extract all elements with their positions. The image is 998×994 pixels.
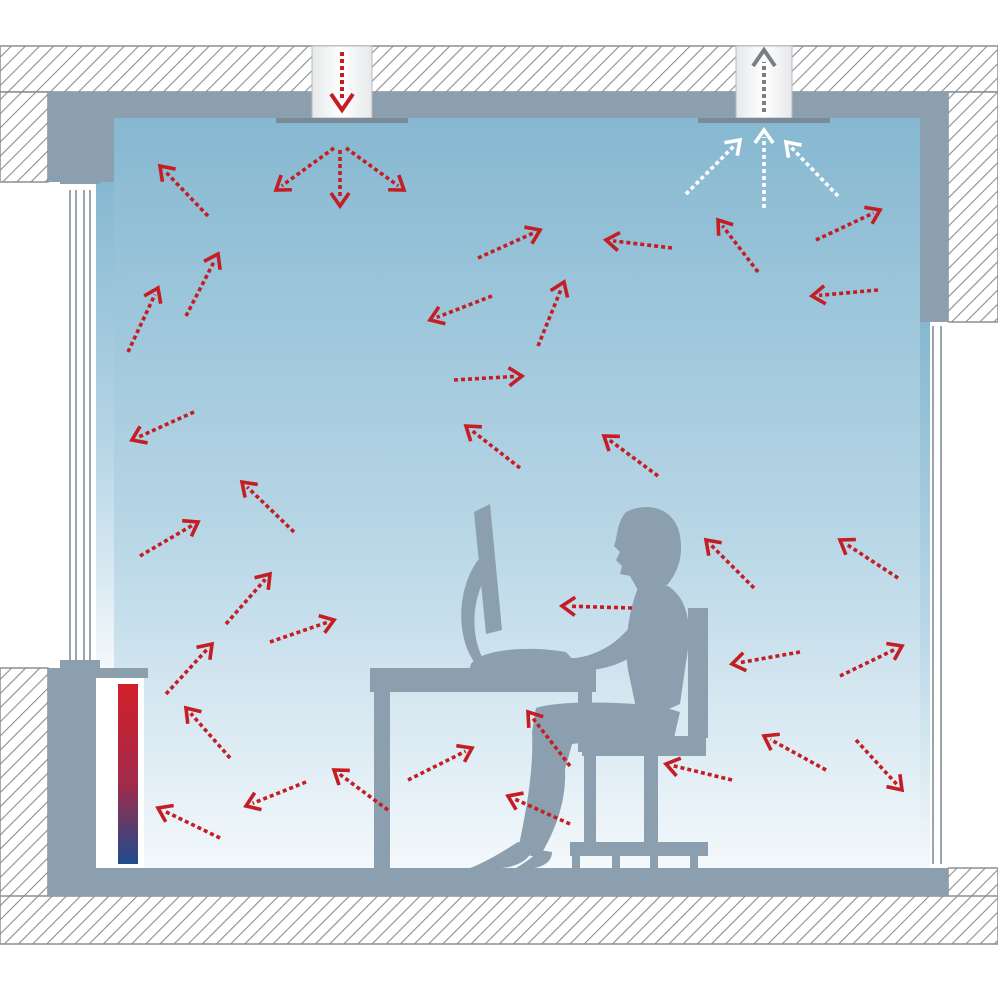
airflow-arrow-head	[524, 225, 543, 245]
airflow-arrow-shaft	[245, 485, 296, 534]
airflow-arrow-shaft	[709, 543, 756, 590]
airflow-arrow-head	[203, 251, 222, 270]
airflow-arrow-shaft	[530, 716, 572, 768]
airflow-arrow-shaft	[536, 287, 563, 347]
airflow-arrow-head	[864, 205, 883, 225]
right-window-icon	[930, 322, 948, 868]
airflow-arrow-shaft	[126, 293, 157, 353]
right-upper-wall	[947, 91, 998, 323]
supply-air-diffuser-icon	[276, 45, 408, 123]
airflow-arrow-shaft	[269, 620, 328, 644]
computer-monitor-icon	[461, 504, 580, 668]
airflow-arrow-head	[329, 191, 351, 210]
exhaust-air-grille-icon	[698, 45, 830, 123]
airflow-arrow-head	[808, 284, 827, 306]
airflow-arrow-shaft	[839, 647, 897, 678]
airflow-arrow-head	[183, 705, 202, 724]
airflow-arrow-head	[886, 774, 905, 793]
airflow-arrow-head	[558, 595, 577, 617]
airflow-arrow-head	[427, 305, 446, 326]
airflow-arrow-shaft	[769, 737, 827, 772]
airflow-arrow-head	[703, 537, 722, 556]
airflow-arrow-head	[196, 641, 215, 660]
airflow-arrow-head	[761, 732, 780, 752]
warm-airflow-arrows	[126, 146, 905, 840]
airflow-arrow-shaft	[844, 542, 899, 580]
airflow-arrow-head	[783, 139, 802, 158]
airflow-arrow-shaft	[137, 410, 195, 439]
airflow-arrow-shaft	[164, 648, 209, 696]
airflow-arrow-shaft	[608, 438, 660, 478]
airflow-arrow-shaft	[139, 524, 193, 558]
airflow-arrow-head	[753, 126, 775, 145]
airflow-arrow-shaft	[569, 604, 633, 610]
airflow-arrow-shaft	[672, 763, 733, 782]
airflow-arrow-head	[254, 571, 273, 590]
airflow-arrow-head	[602, 230, 621, 252]
airflow-arrow-head	[456, 743, 475, 763]
room-interior	[114, 118, 920, 868]
airflow-arrow-shaft	[280, 146, 336, 188]
airflow-arrow-shaft	[470, 428, 522, 470]
airflow-arrow-head	[886, 641, 905, 661]
airflow-arrow-shaft	[738, 650, 801, 665]
airflow-arrow-head	[662, 756, 682, 778]
airflow-arrow-head	[182, 518, 201, 538]
airflow-arrow-shaft	[338, 772, 390, 812]
airflow-arrow-head	[526, 709, 544, 728]
airflow-arrow-head	[728, 651, 748, 673]
airflow-arrow-shaft	[251, 780, 307, 806]
airflow-arrow-shaft	[163, 169, 210, 218]
airflow-arrow-shaft	[407, 749, 467, 782]
airflow-arrow-shaft	[344, 146, 400, 188]
exhaust-airflow-arrows	[684, 126, 840, 208]
airflow-arrow-shaft	[477, 231, 535, 260]
airflow-arrow-shaft	[224, 578, 267, 626]
airflow-arrow-head	[549, 279, 570, 298]
airflow-arrow-head	[601, 434, 620, 452]
airflow-arrow-shaft	[720, 224, 760, 274]
room-lining	[48, 92, 948, 896]
airflow-arrow-head	[716, 217, 734, 236]
airflow-arrow-head	[318, 613, 337, 634]
airflow-arrow-head	[239, 479, 258, 498]
left-upper-wall	[0, 91, 49, 183]
airflow-arrow-head	[505, 791, 524, 811]
airflow-arrow-shaft	[684, 143, 737, 196]
airflow-arrow-head	[129, 425, 148, 445]
airflow-arrow-head	[837, 537, 856, 556]
airflow-arrow-shaft	[189, 712, 232, 760]
radiator-icon	[96, 668, 148, 868]
floor-slab	[0, 895, 998, 945]
window-icon	[60, 176, 100, 668]
airflow-arrow-head	[463, 424, 482, 442]
airflow-arrow-head	[273, 174, 292, 192]
airflow-arrow-head	[157, 163, 176, 182]
airflow-arrow-shaft	[815, 211, 875, 242]
airflow-arrow-shaft	[184, 259, 217, 317]
airflow-arrow-shaft	[453, 374, 515, 382]
airflow-arrow-shaft	[163, 809, 221, 840]
office-worker-silhouette-icon	[470, 506, 689, 868]
ceiling-slab	[0, 45, 998, 93]
airflow-arrow-shaft	[513, 797, 571, 826]
airflow-arrow-head	[155, 803, 174, 823]
airflow-arrow-head	[507, 366, 526, 388]
airflow-arrow-shaft	[436, 294, 493, 320]
right-lower-wall	[947, 867, 998, 901]
airflow-arrow-shaft	[818, 288, 879, 298]
airflow-arrow-head	[388, 174, 407, 192]
airflow-arrow-head	[143, 285, 163, 304]
airflow-arrow-head	[243, 791, 262, 812]
airflow-arrow-shaft	[854, 738, 899, 786]
airflow-arrow-shaft	[612, 239, 673, 250]
airflow-arrow-head	[724, 137, 743, 156]
airflow-arrow-head	[331, 768, 350, 786]
airflow-arrow-shaft	[789, 145, 840, 198]
left-lower-wall	[0, 667, 49, 901]
